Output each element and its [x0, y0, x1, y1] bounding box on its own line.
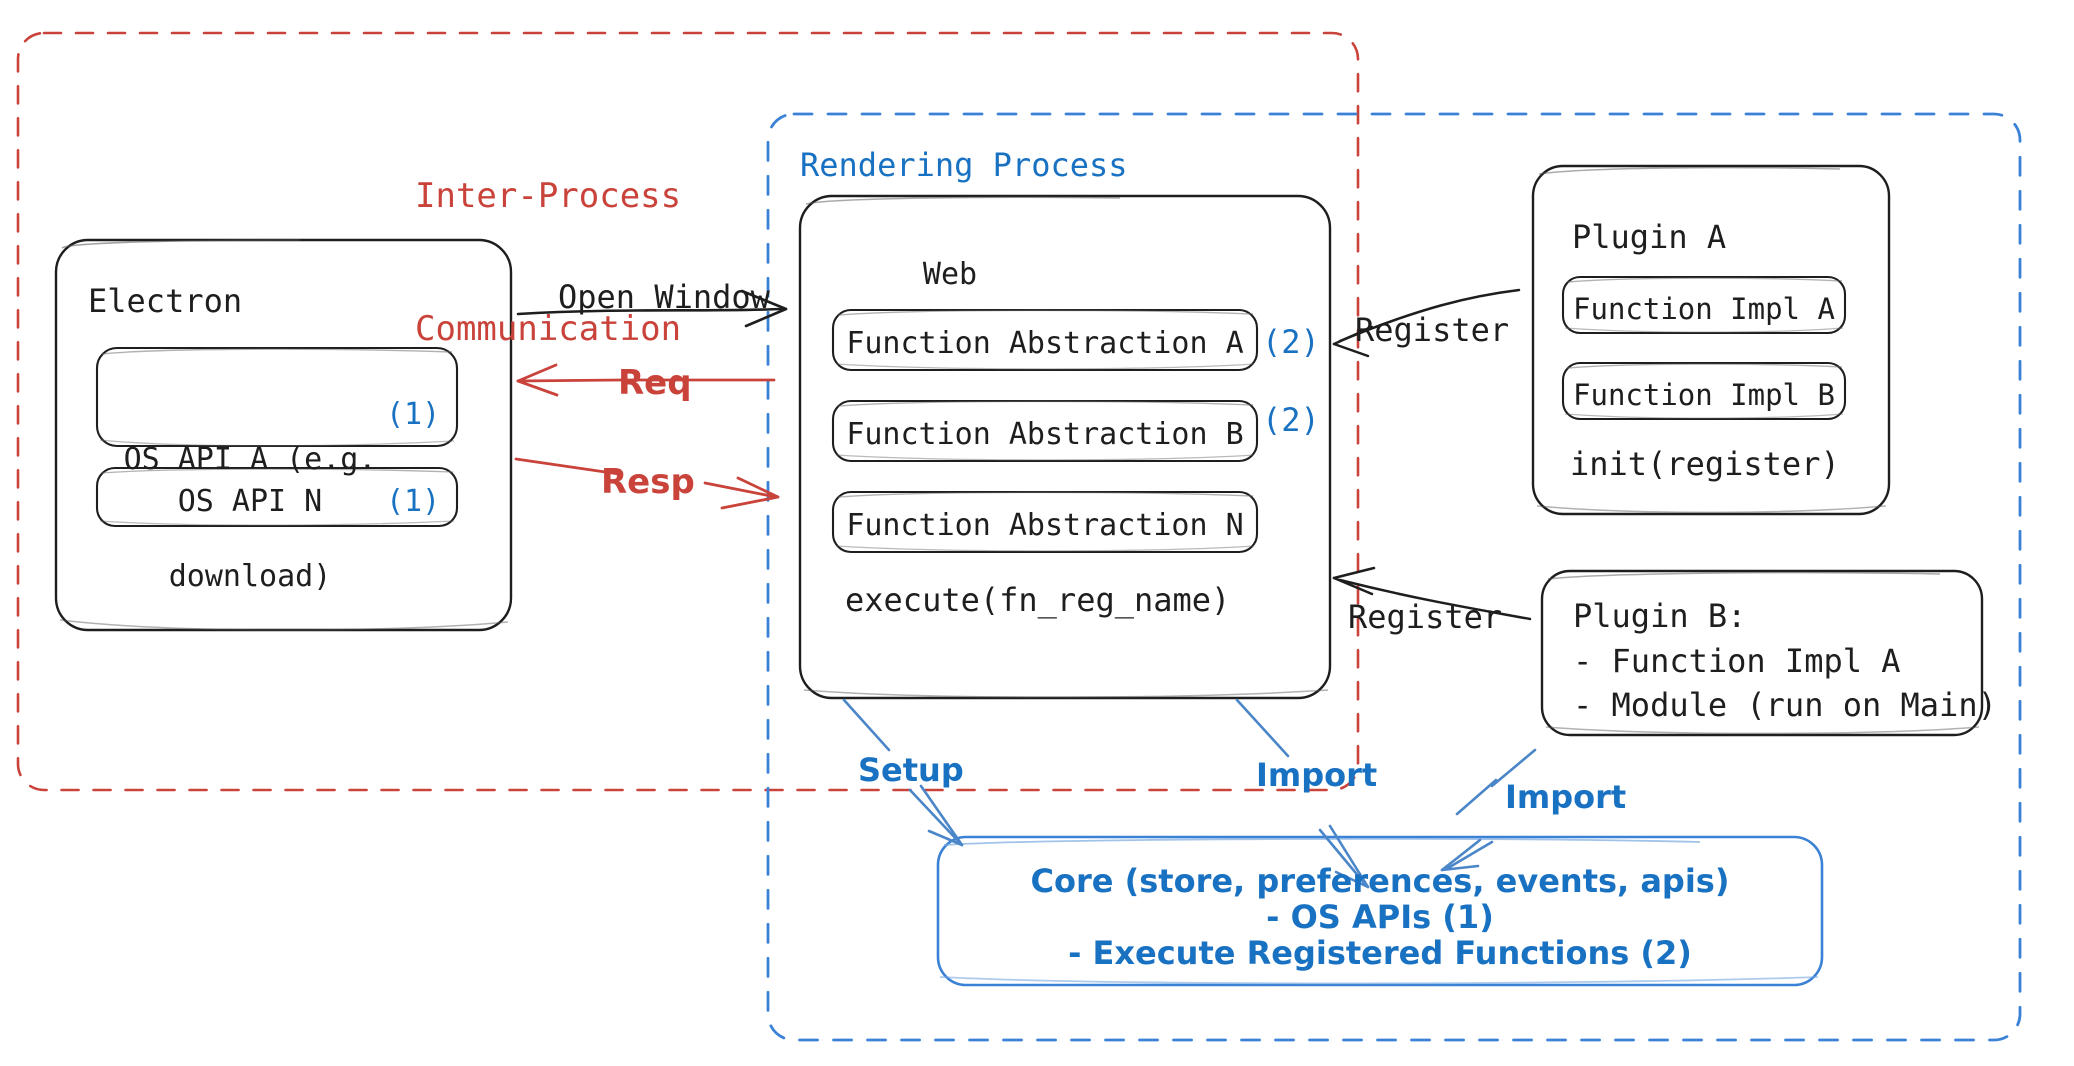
plugin-b-box-title: Plugin B: — [1573, 597, 1747, 635]
function-impl-a-label: Function Impl A — [1573, 292, 1835, 326]
plugin-b-line-2: - Module (run on Main) — [1573, 686, 1997, 724]
register-plugin-b-arrow-label: Register — [1348, 598, 1503, 636]
os-api-n-marker: (1) — [386, 484, 441, 519]
function-abstraction-b-marker: (2) — [1262, 401, 1320, 439]
resp-arrow-label: Resp — [601, 462, 695, 502]
os-api-a-label: OS API A (e.g. download) — [123, 442, 377, 594]
os-api-n-label: OS API N — [177, 484, 323, 519]
function-abstraction-a-label: Function Abstraction A — [846, 326, 1244, 361]
plugin-a-box-title: Plugin A — [1572, 218, 1727, 256]
register-plugin-a-arrow-label: Register — [1355, 311, 1510, 349]
core-box-line-2: - OS APIs (1) — [1266, 898, 1494, 936]
web-box-title: Web — [922, 257, 978, 292]
function-abstraction-b-label: Function Abstraction B — [846, 417, 1244, 452]
os-api-a-marker: (1) — [386, 397, 441, 432]
function-abstraction-n-label: Function Abstraction N — [846, 508, 1244, 543]
import-web-arrow-label: Import — [1256, 756, 1378, 794]
web-execute-label: execute(fn_reg_name) — [845, 581, 1231, 619]
plugin-a-init-label: init(register) — [1570, 445, 1840, 483]
core-box-line-1: Core (store, preferences, events, apis) — [1030, 862, 1730, 900]
setup-arrow-label: Setup — [858, 751, 964, 789]
core-box-line-3: - Execute Registered Functions (2) — [1068, 934, 1692, 972]
electron-box-title: Electron — [88, 282, 243, 320]
rendering-process-label: Rendering Process — [800, 146, 1128, 184]
function-impl-b-label: Function Impl B — [1573, 378, 1835, 412]
ipc-container-label: Inter-Process Communication — [415, 176, 682, 349]
open-window-arrow-label: Open Window — [558, 278, 770, 316]
req-arrow-label: Req — [618, 363, 692, 403]
function-abstraction-a-marker: (2) — [1262, 323, 1320, 361]
import-plugin-b-arrow-label: Import — [1505, 778, 1627, 816]
plugin-b-line-1: - Function Impl A — [1573, 642, 1901, 680]
